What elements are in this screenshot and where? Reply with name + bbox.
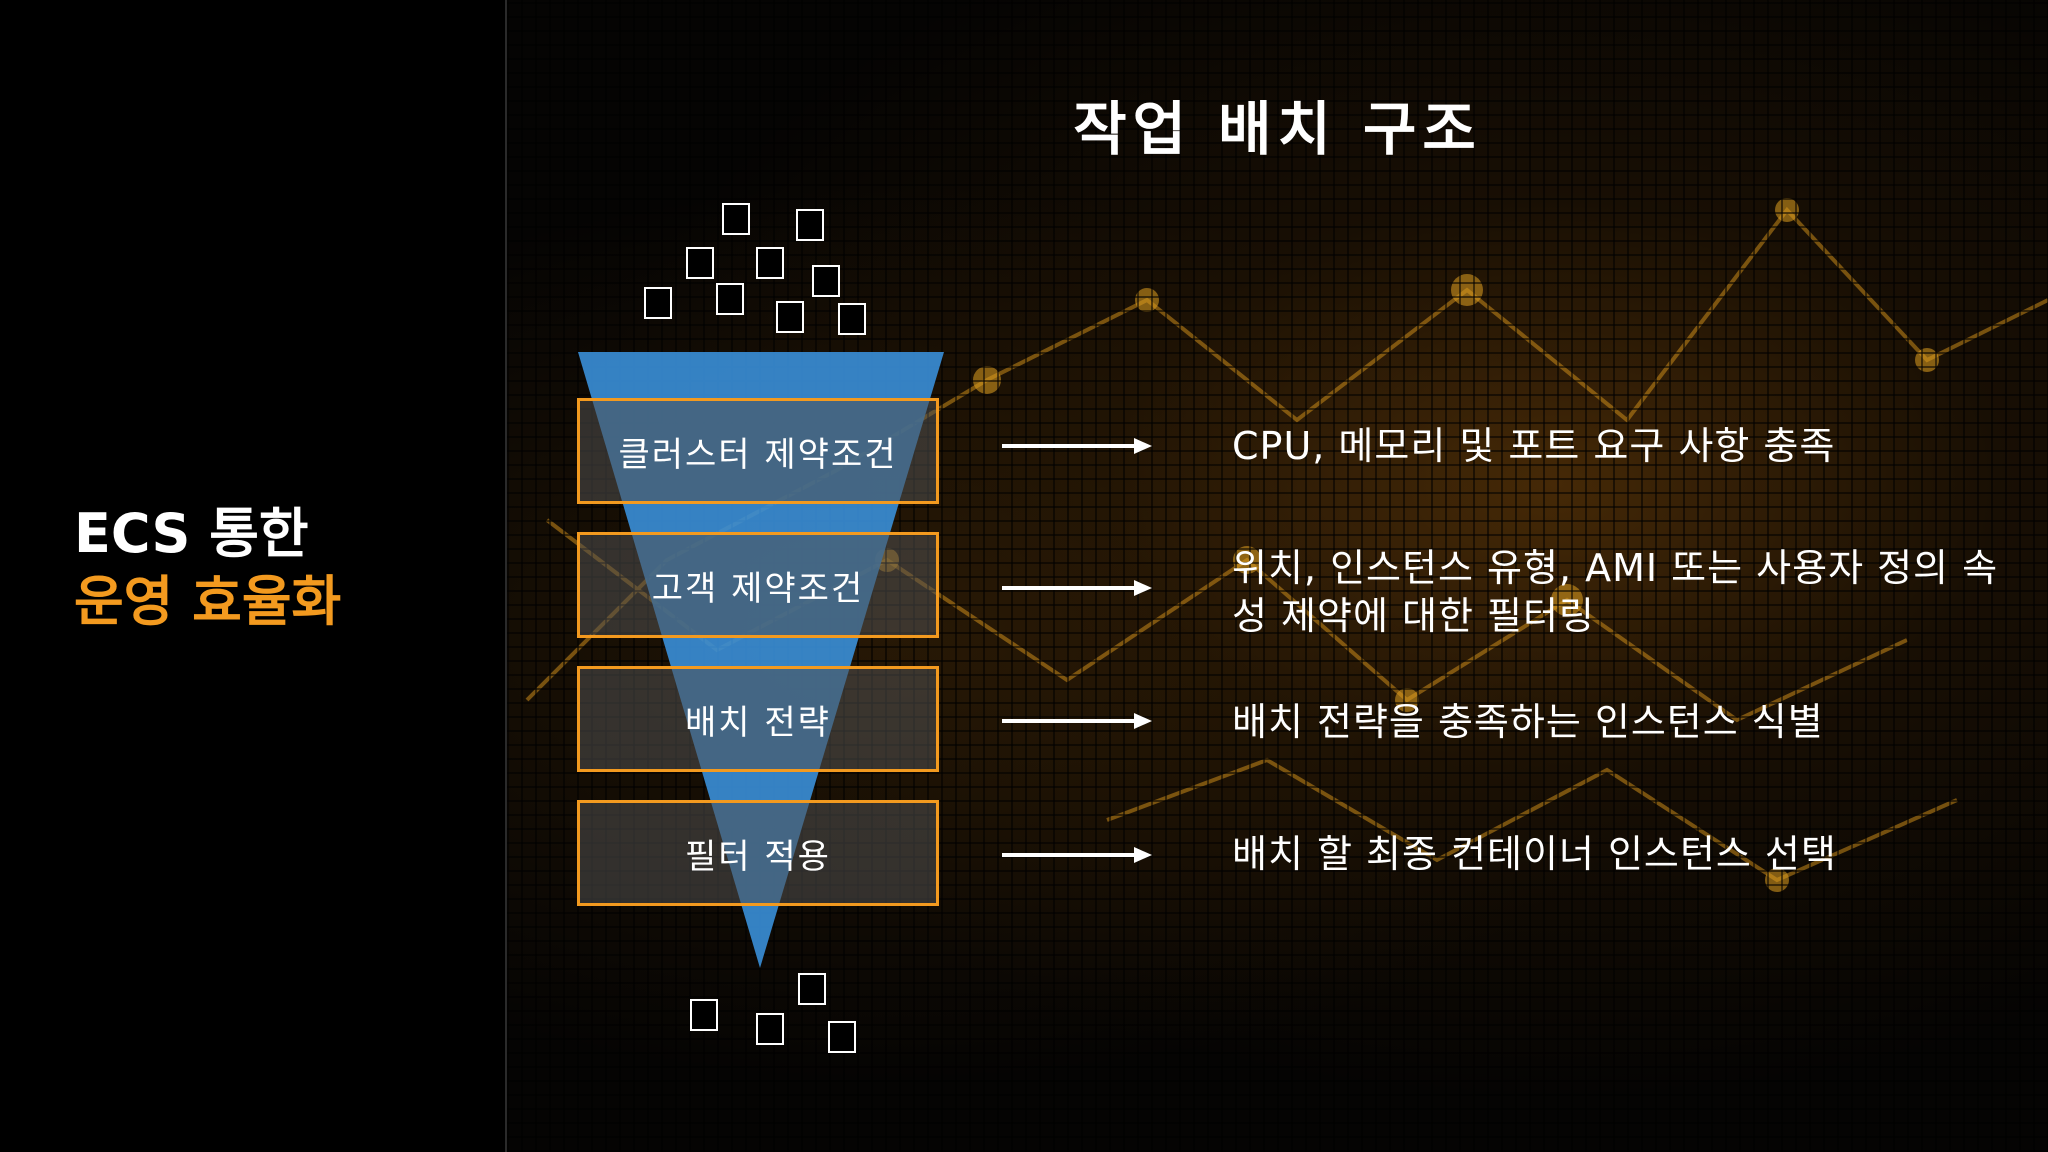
input-task-tile bbox=[716, 283, 744, 315]
stage-label: 고객 제약조건 bbox=[651, 568, 865, 609]
arrow-right-icon bbox=[1002, 713, 1152, 729]
left-panel: ECS 통한 운영 효율화 bbox=[0, 0, 505, 1152]
section-title: ECS 통한 운영 효율화 bbox=[74, 500, 341, 636]
slide-stage: 작업 배치 구조 클러스터 제약조건 고객 제약조건 배치 전략 필터 적용 bbox=[507, 0, 2048, 1152]
stage-custom-constraints: 고객 제약조건 bbox=[577, 532, 939, 638]
panel-divider bbox=[505, 0, 507, 1152]
input-task-tile bbox=[796, 209, 824, 241]
arrow-right-icon bbox=[1002, 580, 1152, 596]
input-task-tile bbox=[776, 301, 804, 333]
stage-description: CPU, 메모리 및 포트 요구 사항 충족 bbox=[1232, 424, 1836, 468]
output-task-tile bbox=[798, 973, 826, 1005]
input-task-tile bbox=[812, 265, 840, 297]
input-task-tile bbox=[756, 247, 784, 279]
stage-apply-filter: 필터 적용 bbox=[577, 800, 939, 906]
slide-title: 작업 배치 구조 bbox=[1073, 95, 1482, 163]
section-title-line2: 운영 효율화 bbox=[74, 570, 342, 633]
input-task-tile bbox=[722, 203, 750, 235]
output-task-tile bbox=[828, 1021, 856, 1053]
stage-description: 위치, 인스턴스 유형, AMI 또는 사용자 정의 속성 제약에 대한 필터링 bbox=[1232, 546, 1999, 638]
arrow-right-icon bbox=[1002, 847, 1152, 863]
input-task-tile bbox=[686, 247, 714, 279]
funnel-shape bbox=[578, 352, 944, 968]
stage-description: 배치 전략을 충족하는 인스턴스 식별 bbox=[1232, 700, 1824, 744]
arrow-right-icon bbox=[1002, 438, 1152, 454]
stage-label: 필터 적용 bbox=[685, 836, 831, 877]
stage-label: 배치 전략 bbox=[685, 702, 831, 743]
stage-placement-strategy: 배치 전략 bbox=[577, 666, 939, 772]
input-task-tile bbox=[644, 287, 672, 319]
section-title-line1: ECS 통한 bbox=[74, 502, 309, 565]
output-task-tile bbox=[756, 1013, 784, 1045]
input-task-tile bbox=[838, 303, 866, 335]
funnel-graphic bbox=[578, 203, 944, 1053]
stage-label: 클러스터 제약조건 bbox=[618, 434, 898, 475]
stage-cluster-constraints: 클러스터 제약조건 bbox=[577, 398, 939, 504]
output-task-tile bbox=[690, 999, 718, 1031]
stage-description: 배치 할 최종 컨테이너 인스턴스 선택 bbox=[1232, 832, 1837, 876]
